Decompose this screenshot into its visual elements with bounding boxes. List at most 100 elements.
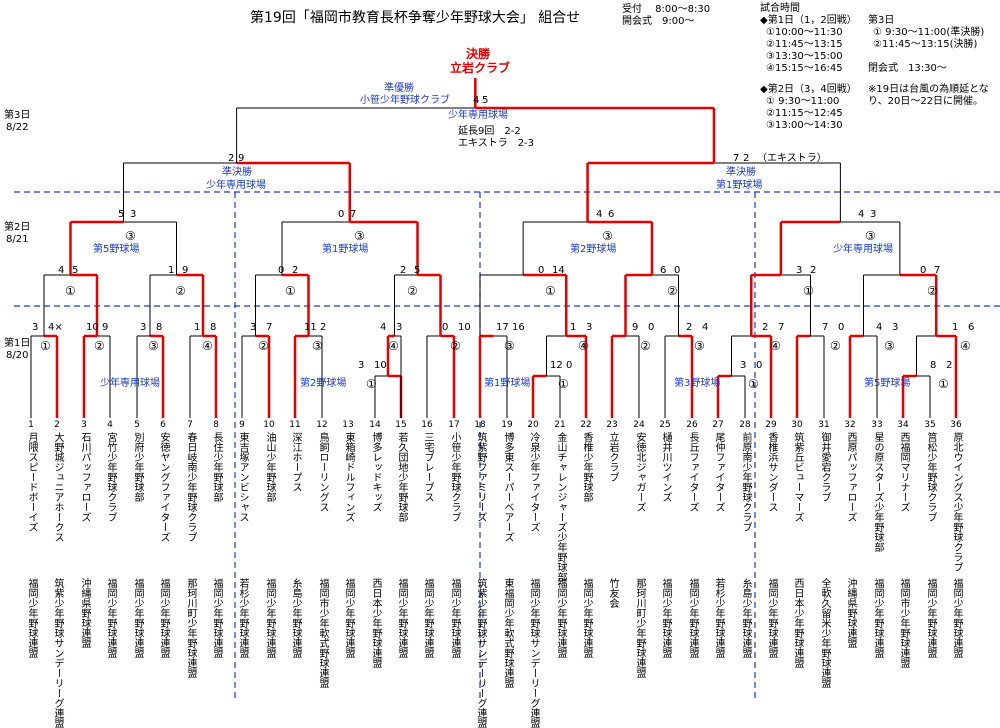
round-number: ② bbox=[927, 284, 938, 298]
team-name: 油山少年野球部 bbox=[264, 432, 275, 502]
team-number: 9 bbox=[239, 420, 245, 430]
team-number: 30 bbox=[791, 420, 803, 430]
round-number: ② bbox=[667, 284, 678, 298]
team-name: 小笹少年野球クラブ bbox=[449, 432, 460, 522]
schedule-day1-time: ③13:30～15:00 bbox=[766, 51, 843, 62]
schedule-header: 試合時間 bbox=[760, 3, 800, 14]
venue-label: 第2野球場 bbox=[570, 244, 617, 255]
team-name: 安徳北ジャガーズ bbox=[634, 432, 645, 512]
score: 0 bbox=[674, 265, 681, 276]
score: 7 bbox=[266, 322, 273, 333]
score: 4 bbox=[702, 322, 709, 333]
team-name: 長住少年野球部 bbox=[211, 432, 222, 502]
score: 3 bbox=[796, 265, 803, 276]
round-number: ③ bbox=[148, 339, 159, 353]
venue-label: 第1野球場 bbox=[322, 244, 369, 255]
score: 8 bbox=[210, 322, 217, 333]
venue-label: 第3野球場 bbox=[674, 378, 721, 389]
score: 2 bbox=[686, 322, 693, 333]
score: 0 bbox=[338, 209, 345, 220]
team-league: 若杉少年野球連盟 bbox=[237, 578, 248, 658]
team-league: 那珂川町少年野球連盟 bbox=[634, 578, 645, 678]
champion-name: 立岩クラブ bbox=[450, 61, 511, 75]
round-number: ① bbox=[40, 339, 51, 353]
semi-venue: 第1野球場 bbox=[716, 180, 763, 191]
round-number: ① bbox=[285, 284, 296, 298]
round-number: ④ bbox=[770, 339, 781, 353]
team-league: 福岡少年野球連盟 bbox=[766, 578, 777, 658]
round-number: ③ bbox=[884, 339, 895, 353]
score: 10 bbox=[458, 322, 471, 333]
schedule-day1-time: ②11:45～13:15 bbox=[766, 39, 843, 50]
runner-up-label: 準優勝 bbox=[384, 83, 414, 94]
score: 6 bbox=[608, 209, 615, 220]
final-label: 決勝 bbox=[466, 47, 491, 61]
team-number: 32 bbox=[844, 420, 856, 430]
team-number: 16 bbox=[421, 420, 433, 430]
team-number: 34 bbox=[897, 420, 909, 430]
team-name: 御井愛宕クラブ bbox=[819, 432, 830, 502]
team-name: 長丘ファイターズ bbox=[687, 432, 698, 512]
score: 12 bbox=[550, 360, 563, 371]
team-number: 10 bbox=[263, 420, 275, 430]
team-number: 2 bbox=[54, 420, 60, 430]
score: 1 bbox=[952, 322, 959, 333]
score: 10 bbox=[86, 322, 99, 333]
team-league: 全軟久留米少年野球連盟 bbox=[819, 578, 830, 688]
team-league: 福岡少年野球連盟 bbox=[26, 578, 37, 658]
semi-score-right: 2 bbox=[743, 153, 750, 164]
team-number: 27 bbox=[712, 420, 724, 430]
score: 0 bbox=[538, 265, 545, 276]
semi-label: 準決勝 bbox=[222, 167, 252, 178]
schedule-day1: ◆第1日（1，2回戦） bbox=[760, 15, 857, 26]
team-name: 東箱崎ドルフィンズ bbox=[343, 432, 354, 522]
score: 4× bbox=[48, 322, 63, 333]
team-name: 筑紫野ファミリーズ bbox=[475, 432, 486, 522]
score: 6 bbox=[968, 322, 975, 333]
team-league: 筑紫少年野球サンデーリーグ連盟 bbox=[475, 578, 486, 728]
team-league: 那珂川町少年野球連盟 bbox=[185, 578, 196, 678]
team-number: 29 bbox=[765, 420, 777, 430]
schedule-day1-time: ④15:15～16:45 bbox=[766, 63, 843, 74]
score: 4 bbox=[596, 209, 603, 220]
reception-time: 受付 8:00～8:30 bbox=[622, 4, 711, 15]
team-number: 25 bbox=[659, 420, 671, 430]
score: 5 bbox=[414, 265, 421, 276]
score: 10 bbox=[374, 360, 387, 371]
round-number: ④ bbox=[960, 339, 971, 353]
team-league: 福岡市少年軟式野球連盟 bbox=[317, 578, 328, 688]
team-number: 14 bbox=[369, 420, 381, 430]
score: 11 bbox=[304, 322, 317, 333]
team-name: 星の原スターズ少年野球部 bbox=[872, 432, 883, 552]
schedule-day1-time: ①10:00～11:30 bbox=[766, 27, 843, 38]
round-number: ④ bbox=[388, 339, 399, 353]
schedule-day2-time: ③13:00～14:30 bbox=[766, 120, 843, 131]
team-name: 金山チャレンジャーズ少年野球部 bbox=[555, 432, 566, 582]
round-number: ① bbox=[545, 284, 556, 298]
score: 6 bbox=[660, 265, 667, 276]
team-name: 香椎少年野球部 bbox=[581, 432, 592, 502]
team-name: 筥松少年野球クラブ bbox=[925, 432, 936, 522]
team-number: 13 bbox=[342, 420, 354, 430]
team-name: 深江ホープス bbox=[290, 432, 301, 492]
team-name: 西福岡マリナーズ bbox=[898, 432, 909, 512]
team-league: 福岡少年野球連盟 bbox=[105, 578, 116, 658]
team-name: 安徳ヤングファイターズ bbox=[158, 432, 169, 542]
postponement-note: ※19日は台風の為順延とな bbox=[868, 84, 989, 95]
team-name: 原北ウイングス少年野球クラブ bbox=[951, 432, 962, 572]
round-number: ① bbox=[803, 284, 814, 298]
semi-score-left: 2 bbox=[228, 153, 235, 164]
runner-up-name: 小笹少年野球クラブ bbox=[360, 95, 450, 106]
venue-label: 第2野球場 bbox=[300, 378, 347, 389]
round-number: ③ bbox=[865, 229, 876, 243]
team-name: 博多レッドキッズ bbox=[370, 432, 381, 512]
team-name: 立岩クラブ bbox=[607, 432, 618, 482]
team-league: 筑紫少年野球サンデーリーグ連盟 bbox=[52, 578, 63, 728]
team-name: 筑紫丘ビューマーズ bbox=[792, 432, 803, 522]
team-number: 23 bbox=[606, 420, 618, 430]
score: 4 bbox=[58, 265, 65, 276]
score: 1 bbox=[194, 322, 201, 333]
team-number: 19 bbox=[501, 420, 513, 430]
score: 3 bbox=[396, 322, 403, 333]
team-name: 石川パッファローズ bbox=[79, 432, 90, 522]
